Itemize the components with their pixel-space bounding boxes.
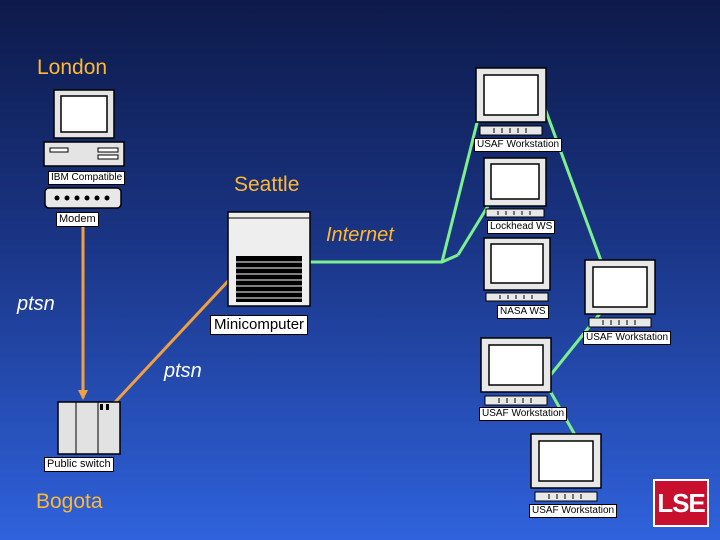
workstation-5-label: USAF Workstation <box>479 407 568 421</box>
workstation-4-label: USAF Workstation <box>583 331 672 345</box>
internet-link-ws1 <box>440 94 486 263</box>
minicomputer-label: Minicomputer <box>210 315 309 335</box>
workstation-6-icon <box>530 433 602 502</box>
public-switch-icon <box>57 401 121 455</box>
lse-logo: LSE <box>653 479 709 527</box>
workstation-1-icon <box>475 67 547 136</box>
workstation-3-icon <box>483 237 551 302</box>
bogota-label: Bogota <box>36 490 103 513</box>
bogota-seattle-ptsn-link <box>102 262 246 416</box>
ptsn-center-label: ptsn <box>164 360 202 382</box>
modem-label: Modem <box>56 212 99 227</box>
workstation-5-icon <box>480 337 552 406</box>
ibm-compatible-label: IBM Compatible <box>48 171 126 185</box>
workstation-6-label: USAF Workstation <box>529 504 618 518</box>
internet-link-ws2 <box>456 205 490 256</box>
public-switch-label: Public switch <box>44 457 114 472</box>
modem-icon <box>44 187 122 209</box>
seattle-label: Seattle <box>234 173 300 196</box>
workstation-2-label: Lockhead WS <box>487 220 556 234</box>
ibm-computer-icon <box>43 89 125 167</box>
workstation-3-label: NASA WS <box>497 305 549 319</box>
workstation-4-icon <box>584 259 656 328</box>
ptsn-left-label: ptsn <box>17 293 55 315</box>
internet-label: Internet <box>326 224 394 246</box>
minicomputer-icon <box>227 211 311 307</box>
internet-link-trunk <box>310 253 459 264</box>
london-label: London <box>37 56 108 79</box>
workstation-2-icon <box>483 157 547 218</box>
workstation-1-label: USAF Workstation <box>474 138 563 152</box>
